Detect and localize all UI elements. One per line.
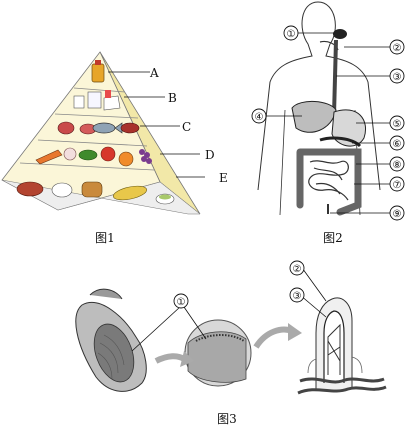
dairy-icons [73,90,121,111]
label-D: D [205,148,215,162]
intestine-villus-illustration: ① ② ③ [75,260,387,395]
figure-1-food-pyramid: A B C [0,0,205,250]
figure-1-caption: 图1 [95,231,115,245]
label-4: ④ [255,112,264,123]
large-intestine [296,148,362,216]
figure-2-caption: 图2 [323,231,343,245]
vegetable-fruit-icons [35,146,152,167]
label-7: ⑦ [393,180,402,191]
tier-line [19,162,155,171]
tier-line [73,87,126,93]
label-5: ⑤ [393,119,402,130]
label-2: ② [393,43,402,54]
circular-folds [97,334,125,380]
pyramid-base [1,179,201,215]
arrow-2 [253,326,294,349]
callout-lines [266,32,390,214]
villi-fringe [195,334,245,342]
liver [291,101,337,133]
intestine-tube-end [89,288,123,300]
label-A: A [149,66,159,80]
small-intestine [308,160,349,201]
fig1-outer-labels: D E [205,148,228,185]
food-pyramid-illustration: A B C [1,51,205,215]
capillary-network [323,310,345,383]
label-E: E [219,171,228,185]
arrow-2-head [288,323,302,341]
label-6: ⑥ [393,139,402,150]
label-2-villus-wall: ② [293,264,302,275]
label-8: ⑧ [393,160,402,171]
figure-3-caption: 图3 [217,412,237,426]
pancreas [319,136,362,148]
fig3-callout-lines [131,264,327,352]
arrow-1-head [180,351,194,367]
body-outline [257,1,381,191]
grain-icons [16,181,175,205]
fold-surface [187,331,247,383]
mucosa-edge [307,356,363,374]
label-C: C [182,120,191,134]
label-3-capillaries: ③ [293,291,302,302]
tier-line [54,113,139,119]
capillaries [327,323,341,375]
label-9: ⑨ [393,209,402,220]
label-3: ③ [393,72,402,83]
meat-fish-icons [57,121,140,135]
figure-3-small-intestine: ① ② ③ [60,255,400,405]
label-1-folds: ① [177,297,186,308]
label-B: B [168,91,177,105]
esophagus [332,39,338,116]
oil-bottle-icon [91,60,105,83]
callout-circles [251,25,405,221]
label-1-mouth: ① [287,29,296,40]
fig3-callout-circles [173,260,305,309]
arrow-1 [154,353,186,364]
salivary-gland [333,29,347,39]
blood-vessel [299,377,385,384]
intestine-lumen [93,323,135,383]
tier-line [37,139,148,147]
figure-2-digestive-system: ① ② ③ ④ ⑤ ⑥ ⑧ ⑦ ⑨ [240,0,411,250]
digestive-system-illustration: ① ② ③ ④ ⑤ ⑥ ⑧ ⑦ ⑨ [251,1,405,221]
blood-vessel [297,385,387,395]
